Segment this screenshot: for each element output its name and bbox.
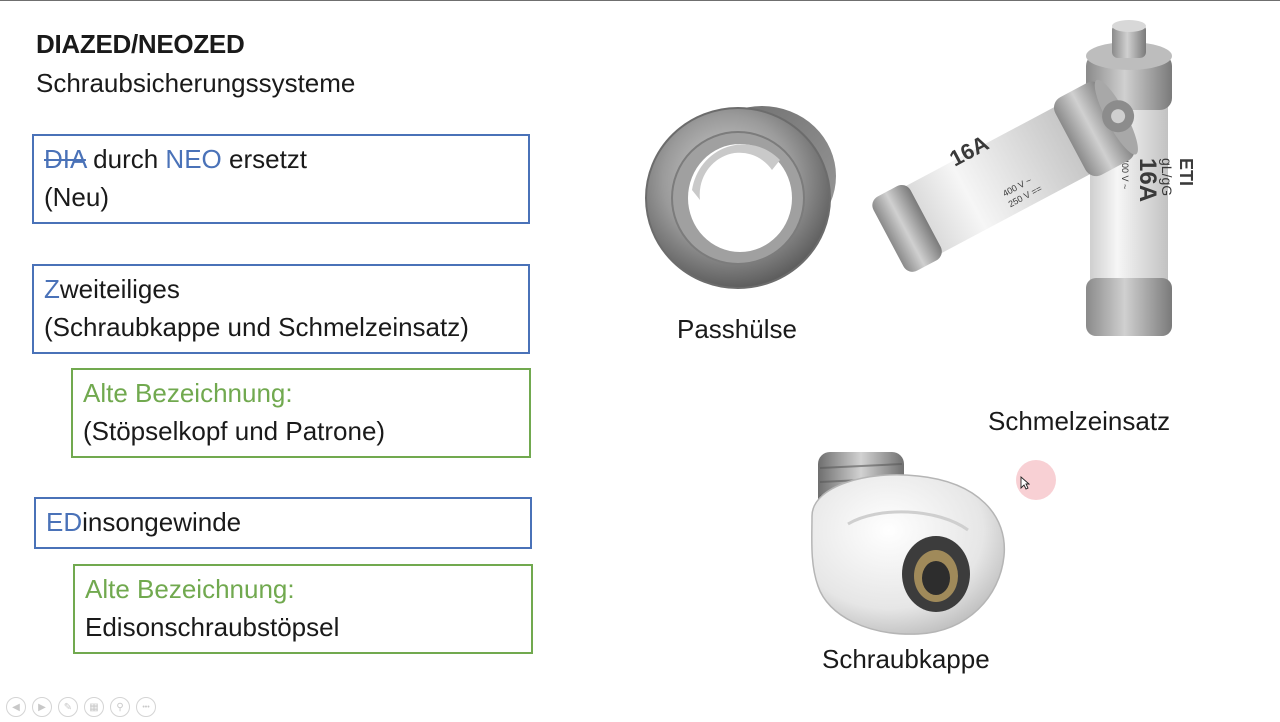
text-insongewinde: insongewinde (82, 507, 242, 537)
slide-subtitle: Schraubsicherungssysteme (36, 68, 356, 98)
box-neo-line1: DIA durch NEO ersetzt (44, 140, 520, 178)
accent-ed: ED (46, 507, 83, 537)
accent-neo: NEO (165, 144, 222, 174)
fuse-lying: 16A 400 V ~ 250 V == (872, 79, 1138, 272)
box-zweiteiliges: Zweiteiliges (Schraubkappe und Schmelzei… (32, 264, 530, 354)
box-edison: EDinsongewinde (34, 497, 532, 549)
fuse-back-brand: ETI (1176, 158, 1196, 186)
fuse-back-rating: 16A (1134, 158, 1161, 202)
alt1-text: (Stöpselkopf und Patrone) (83, 416, 386, 446)
box-neo-line2: (Neu) (44, 182, 110, 212)
schraubkappe-image (811, 452, 1006, 635)
slide-title: DIAZED/NEOZED (36, 29, 245, 59)
mouse-cursor-icon (1020, 476, 1030, 490)
schmelzeinsatz-label: Schmelzeinsatz (988, 406, 1171, 436)
box-alt-bezeichnung-1: Alte Bezeichnung: (Stöpselkopf und Patro… (71, 368, 531, 458)
box-zweiteiliges-line1: Zweiteiliges (44, 270, 520, 308)
text-durch: durch (85, 144, 166, 174)
next-icon[interactable]: ▶ (32, 697, 52, 717)
box-zweiteiliges-line2: (Schraubkappe und Schmelzeinsatz) (44, 312, 469, 342)
passhuelse-image (645, 106, 836, 289)
strike-dia: DIA (44, 144, 86, 174)
slides-icon[interactable]: ▦ (84, 697, 104, 717)
passhuelse-label: Passhülse (677, 314, 797, 344)
text-ersetzt: ersetzt (221, 144, 308, 174)
alt1-heading: Alte Bezeichnung: (83, 378, 293, 408)
more-icon[interactable]: ••• (136, 697, 156, 717)
fuse-back-voltage: 400 V ~ (1120, 158, 1130, 189)
box-alt-bezeichnung-2: Alte Bezeichnung: Edisonschraubstöpsel (73, 564, 533, 654)
alt2-text: Edisonschraubstöpsel (85, 612, 340, 642)
zoom-icon[interactable]: ⚲ (110, 697, 130, 717)
prev-icon[interactable]: ◀ (6, 697, 26, 717)
fuse-back-type: gL/gG (1159, 158, 1175, 196)
schraubkappe-label: Schraubkappe (822, 644, 990, 674)
accent-z: Z (44, 274, 60, 304)
pen-icon[interactable]: ✎ (58, 697, 78, 717)
schmelzeinsatz-image: 16A gL/gG ETI 400 V ~ 16A 400 V ~ 250 V … (872, 20, 1196, 336)
fuse-standing: 16A gL/gG ETI 400 V ~ (1086, 20, 1196, 336)
presenter-toolbar: ◀ ▶ ✎ ▦ ⚲ ••• (6, 697, 156, 717)
box-edison-line1: EDinsongewinde (46, 503, 522, 541)
top-border (0, 0, 1280, 1)
text-weiteiliges: weiteiliges (59, 274, 180, 304)
alt2-heading: Alte Bezeichnung: (85, 574, 295, 604)
box-neo-replaced: DIA durch NEO ersetzt (Neu) (32, 134, 530, 224)
